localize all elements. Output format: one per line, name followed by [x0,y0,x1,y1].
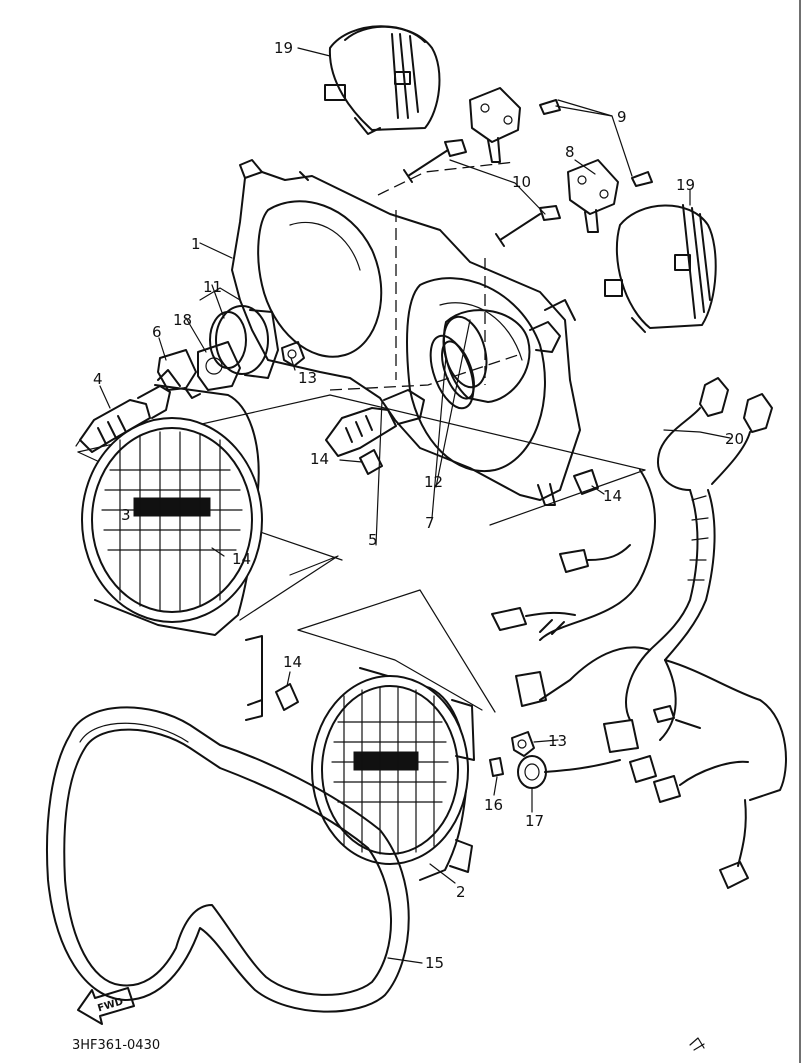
callout-leader [199,287,241,301]
callout-14-left: 14 [232,550,251,568]
callout-20: 20 [725,430,744,448]
part-6-wire-clip [157,349,201,399]
part-19-cover-right [604,204,717,333]
forward-arrow-label: FWD [96,996,124,1014]
part-3-headlight-unit-left [81,369,263,721]
part-14-grommet-b [573,469,599,495]
part-5-bulb [325,389,425,457]
callout-7: 7 [425,514,435,532]
part-13-bulb-small-upper [281,341,305,367]
part-1-headlight-housing [231,159,581,506]
part-9-screws [539,99,653,187]
callout-15: 15 [425,954,444,972]
guide-line [297,629,483,711]
callout-5: 5 [368,531,378,549]
callout-11: 11 [203,278,222,296]
callout-10: 10 [512,173,531,191]
callout-16: 16 [484,796,503,814]
callout-14-lower: 14 [283,653,302,671]
part-19-cover-left [324,25,441,135]
stamp-mark [689,1037,705,1051]
callout-leaders [99,47,731,964]
part-11-socket-ring [209,305,279,379]
part-15-bezel-frame [45,706,410,1013]
part-16-bulb-wedge [489,757,504,777]
callout-14-upper: 14 [310,450,329,468]
callout-9: 9 [617,108,627,126]
callout-13-lower: 13 [548,732,567,750]
callout-18: 18 [173,311,192,329]
callout-19-right: 19 [676,176,695,194]
callout-4: 4 [93,370,103,388]
part-14-grommet-a [359,449,383,475]
part-10-bolts [403,139,561,247]
guide-line [329,394,646,471]
callout-3: 3 [121,506,131,524]
part-14-grommet-d [275,683,299,711]
callout-14-right: 14 [603,487,622,505]
part-8-bracket-upper [469,87,521,163]
part-2-headlight-unit-right [311,667,475,881]
guide-line [297,589,496,713]
part-4-bulb [75,385,171,453]
part-13-bulb-small-lower [511,731,535,757]
drawing-code: 3HF361-0430 [72,1038,160,1053]
callout-2: 2 [456,883,466,901]
part-20-wire-harness [491,377,787,889]
callout-12: 12 [424,473,443,491]
part-18-bulb-holder [197,341,241,391]
guide-line [489,469,646,526]
callout-1: 1 [191,235,201,253]
callout-6: 6 [152,323,162,341]
part-17-socket [517,755,621,789]
forward-arrow-icon: FWD [77,987,135,1025]
guide-line [329,354,519,391]
callout-8: 8 [565,143,575,161]
callout-17: 17 [525,812,544,830]
callout-13-upper: 13 [298,369,317,387]
guide-line [239,555,339,621]
guide-line [377,161,516,196]
callout-19-left: 19 [274,39,293,57]
part-8-bracket-lower [567,159,619,233]
